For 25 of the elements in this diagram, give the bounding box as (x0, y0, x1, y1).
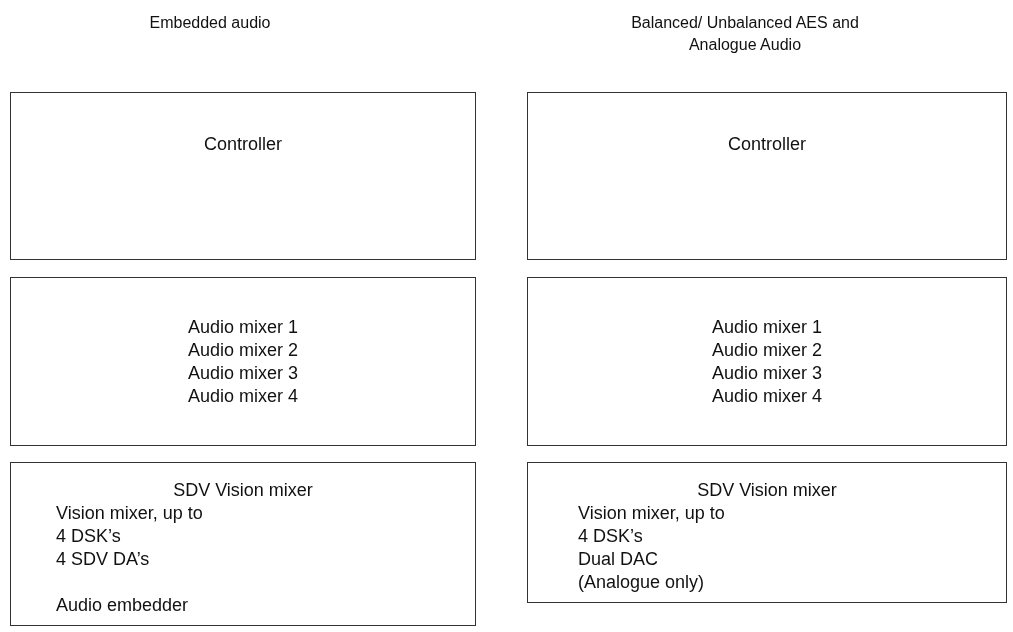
module-title: Controller (203, 133, 283, 156)
module-box (527, 462, 1007, 603)
module-item: Audio mixer 3 (710, 362, 824, 385)
module-box (10, 277, 476, 446)
module-box (10, 462, 476, 626)
module-item: Audio mixer 2 (710, 339, 824, 362)
module-title: Controller (727, 133, 807, 156)
module-box (10, 92, 476, 260)
column-heading: Balanced/ Unbalanced AES and Analogue Audio (630, 13, 860, 55)
module-item: Vision mixer, up to 4 DSK’s (56, 502, 204, 548)
module-item: Audio mixer 1 (710, 316, 824, 339)
column-heading: Embedded audio (148, 13, 272, 33)
module-box (527, 277, 1007, 446)
module-item: 4 SDV DA’s (56, 548, 151, 571)
module-item: Audio mixer 4 (186, 385, 300, 408)
module-item: Audio mixer 3 (186, 362, 300, 385)
module-item: Audio mixer 1 (186, 316, 300, 339)
module-item: Audio embedder (56, 594, 190, 617)
module-item: Dual DAC (Analogue only) (578, 548, 706, 594)
module-item: Vision mixer, up to 4 DSK’s (578, 502, 726, 548)
module-item: Audio mixer 4 (710, 385, 824, 408)
module-title: SDV Vision mixer (172, 479, 314, 502)
module-title: SDV Vision mixer (696, 479, 838, 502)
module-box (527, 92, 1007, 260)
module-item: Audio mixer 2 (186, 339, 300, 362)
